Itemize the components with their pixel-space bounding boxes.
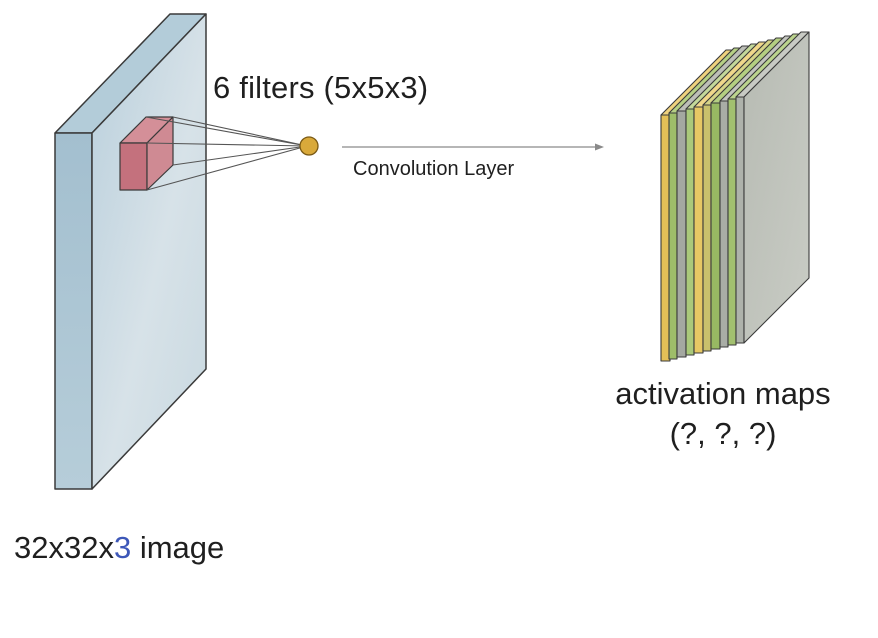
input-image-label: 32x32x3 image	[14, 530, 224, 566]
activation-map-slice	[719, 100, 729, 348]
input-volume	[54, 13, 207, 490]
activation-maps-stack	[660, 31, 810, 362]
filter-connection-lines	[145, 116, 308, 191]
connection-line	[146, 142, 308, 147]
convolution-layer-label: Convolution Layer	[353, 158, 515, 180]
connection-line	[146, 145, 308, 191]
activation-map-slice	[660, 114, 671, 362]
input-image-dims: 32x32x	[14, 530, 114, 565]
activation-map-slice	[727, 98, 737, 346]
activation-map-slice	[668, 112, 678, 360]
activation-maps-label: activation maps (?, ?, ?)	[598, 374, 848, 454]
connection-line	[145, 116, 308, 147]
input-volume-side-face	[54, 132, 93, 490]
convolution-arrow	[342, 143, 604, 151]
activation-map-front-face	[743, 31, 810, 344]
filters-label: 6 filters (5x5x3)	[213, 70, 429, 105]
activation-map-slice	[735, 96, 745, 344]
activation-map-slice	[693, 106, 704, 354]
activation-maps-title: activation maps	[615, 376, 831, 411]
neuron-icon	[299, 136, 319, 156]
input-image-suffix: image	[131, 530, 225, 565]
activation-maps-dims: (?, ?, ?)	[669, 416, 777, 451]
connection-line	[172, 116, 308, 147]
activation-map-slice	[676, 110, 687, 358]
input-volume-front-face	[91, 13, 207, 490]
activation-map-slice	[702, 104, 712, 352]
input-image-channels: 3	[113, 530, 132, 565]
filter-cube-left	[119, 142, 148, 191]
connection-line	[172, 145, 308, 166]
arrow-head-icon	[595, 143, 604, 151]
activation-map-slice	[710, 102, 721, 350]
activation-map-slice	[685, 108, 695, 356]
